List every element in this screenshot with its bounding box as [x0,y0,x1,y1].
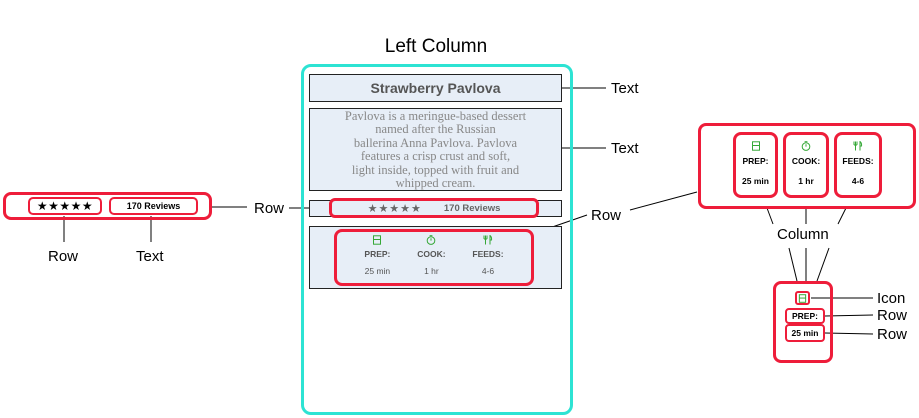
annotation-row-rating: Row [254,200,285,217]
info-column-cook: COOK: 1 hr [783,132,829,198]
description-line: light inside, topped with fruit and [351,162,520,177]
annotation-row-stars: Row [48,248,79,265]
reviews-count: 170 Reviews [443,202,501,214]
prep-label-row: PREP: [785,308,825,324]
book-icon [751,141,760,151]
connector-value-row [824,332,874,335]
description-line: ballerina Anna Pavlova. Pavlova [353,135,518,150]
recipe-title-panel: Strawberry Pavlova [309,74,562,102]
utensils-icon [483,235,493,245]
page-title: Left Column [384,36,488,57]
info-label: PREP: [742,156,769,166]
info-value: 4-6 [481,266,495,276]
book-icon [373,235,382,245]
annotation-column: Column [777,226,829,243]
timer-icon [801,141,811,151]
info-value: 25 min [742,176,769,186]
annotation-row-prep-value: Row [877,326,908,343]
recipe-description-panel: Pavlova is a meringue-based dessert name… [309,108,562,191]
info-value: 25 min [791,328,819,338]
rating-row-highlight: ★★★★★ 170 Reviews [329,198,539,218]
info-label: FEEDS: [842,156,874,166]
annotation-text-title: Text [611,80,639,97]
info-column-prep: PREP: 25 min [733,132,778,198]
reviews-count-expanded: 170 Reviews [126,201,181,211]
reviews-text-box: 170 Reviews [109,197,198,215]
annotation-row-info: Row [591,207,622,224]
info-item-feeds: FEEDS: 4-6 [472,235,504,283]
info-label: FEEDS: [472,249,504,259]
recipe-title: Strawberry Pavlova [370,80,501,96]
info-panel [309,226,562,289]
info-value: 1 hr [798,176,814,186]
rating-stars: ★★★★★ [367,202,422,215]
connector-info-expanded [629,191,698,211]
info-label: PREP: [364,249,391,259]
info-label: PREP: [792,311,818,321]
info-label: COOK: [417,249,446,259]
annotation-row-prep-label: Row [877,307,908,324]
description-line: Pavlova is a meringue-based dessert [344,109,527,123]
connector-col-a [766,207,774,225]
icon-highlight [795,291,810,305]
info-label: COOK: [791,156,821,166]
annotation-text-reviews: Text [136,248,164,265]
info-value: 4-6 [851,176,865,186]
rating-stars-expanded: ★★★★★ [36,199,94,213]
info-value: 1 hr [424,266,439,276]
info-row-highlight: PREP: 25 min COOK: 1 hr FEEDS: 4-6 [334,229,534,286]
description-line: whipped cream. [395,176,476,191]
connector-col-f [816,247,830,282]
prep-value-row: 25 min [785,324,825,342]
column-detail [773,281,833,363]
stars-text-box: ★★★★★ [28,197,102,215]
info-row-expanded [698,123,916,209]
info-item-cook: COOK: 1 hr [417,235,446,283]
connector-col-d [788,247,798,282]
book-icon [798,293,807,303]
description-line: features a crisp crust and soft, [360,149,511,164]
timer-icon [427,235,436,245]
connector-col-c [837,207,847,225]
rating-row-expanded [3,192,212,220]
info-column-feeds: FEEDS: 4-6 [834,132,882,198]
description-line: named after the Russian [375,122,496,137]
annotation-icon: Icon [877,290,906,307]
annotation-text-description: Text [611,140,639,157]
left-column-outline [301,64,573,415]
utensils-icon [853,141,863,151]
connector-prep-row [824,314,874,317]
info-item-prep: PREP: 25 min [364,235,390,283]
info-value: 25 min [364,266,391,276]
